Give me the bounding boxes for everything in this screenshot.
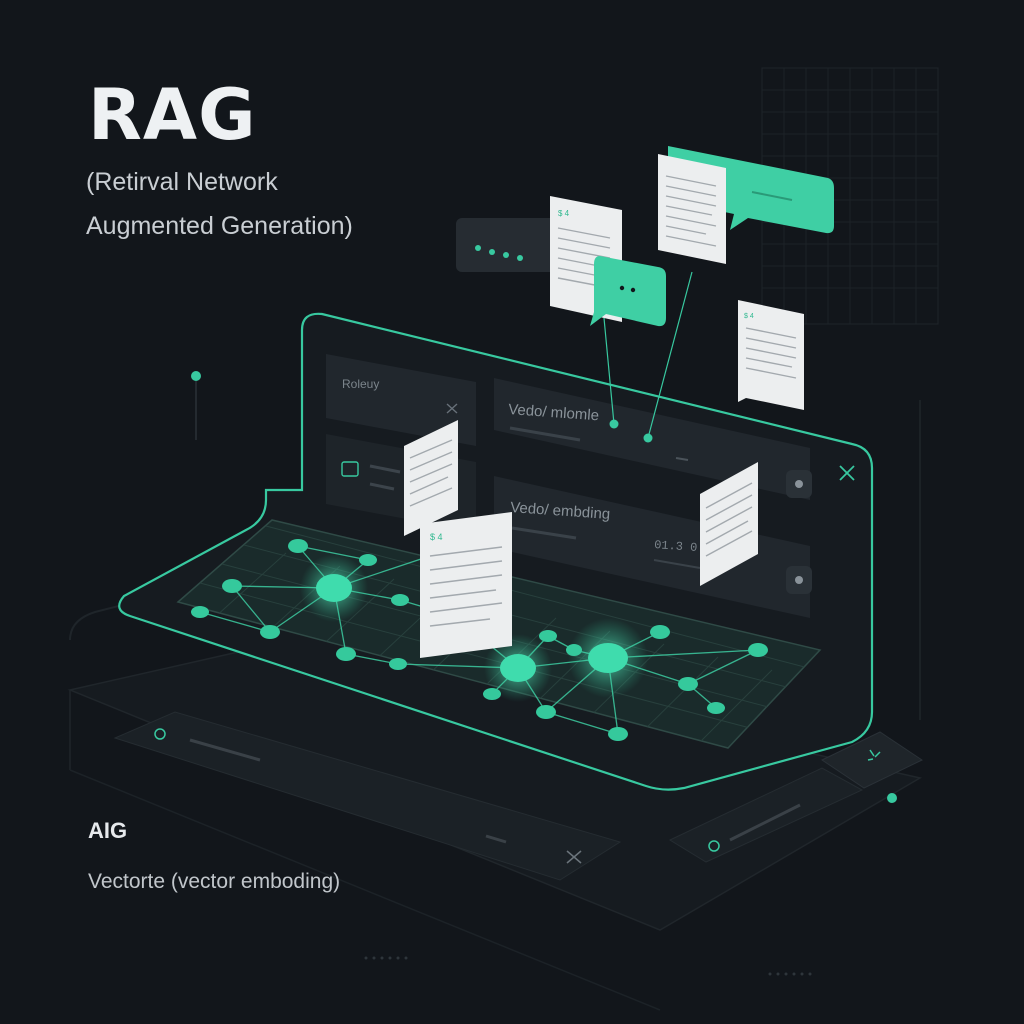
- decorative-dots: [364, 956, 812, 976]
- accent-dot-right: [887, 793, 897, 803]
- network-node-icon: [483, 688, 501, 700]
- close-icon[interactable]: [566, 850, 582, 864]
- network-node-icon: [391, 594, 409, 606]
- document-icon: $ 4: [420, 512, 512, 658]
- network-node-icon: [748, 643, 768, 657]
- vector-embedding-panel[interactable]: Vedo/ embding 01.3 0: [494, 476, 810, 618]
- document-mark: $ 4: [744, 313, 754, 320]
- network-node-icon: [191, 606, 209, 618]
- network-node-icon: [288, 539, 308, 553]
- network-node-icon: [539, 630, 557, 642]
- chat-bubble-icon: [590, 256, 666, 327]
- network-node-icon: [336, 647, 356, 661]
- network-node-icon: [359, 554, 377, 566]
- user-icon: [795, 576, 803, 584]
- connector-dot: [609, 419, 619, 429]
- document-icon: $ 4: [738, 300, 804, 410]
- document-icon: [700, 462, 758, 586]
- typing-bar: [456, 218, 556, 272]
- value-readout: 01.3 0: [654, 538, 698, 555]
- user-icon: [795, 480, 803, 488]
- document-icon: [404, 420, 458, 536]
- document-icon: [658, 154, 726, 264]
- page-title: RAG: [88, 74, 257, 156]
- footer-label: AIG: [88, 818, 128, 843]
- document-icon: [341, 461, 359, 477]
- vector-embedding-label: Vedo/ embding: [510, 499, 611, 523]
- hub-node: [500, 654, 536, 682]
- network-node-icon: [566, 644, 582, 656]
- retrieval-connectors: [603, 271, 693, 439]
- footer-caption: Vectorte (vector emboding): [88, 870, 341, 893]
- side-button-top[interactable]: [786, 470, 812, 498]
- query-panel-label: Roleuy: [342, 377, 379, 391]
- bottom-right-button[interactable]: [820, 731, 924, 789]
- close-icon[interactable]: [446, 403, 458, 414]
- bottom-right-bar[interactable]: [668, 767, 864, 863]
- network-node-icon: [222, 579, 242, 593]
- network-node-icon: [707, 702, 725, 714]
- bottom-search-bar[interactable]: [113, 711, 622, 881]
- network-node-icon: [678, 677, 698, 691]
- network-node-icon: [260, 625, 280, 639]
- side-button-bottom[interactable]: [786, 566, 812, 594]
- query-panel[interactable]: Roleuy: [326, 354, 476, 446]
- document-mark: $ 4: [430, 532, 443, 542]
- accent-dot-left: [191, 371, 201, 440]
- subtitle-line-2: Augmented Generation): [86, 212, 353, 240]
- network-node-icon: [389, 658, 407, 670]
- document-mark: $ 4: [558, 209, 570, 218]
- network-node-icon: [536, 705, 556, 719]
- network-node-icon: [608, 727, 628, 741]
- hub-node: [316, 574, 352, 602]
- connector-dot: [643, 433, 653, 443]
- hub-node: [588, 643, 628, 673]
- vector-top-label: Vedo/ mlomle: [508, 401, 600, 424]
- subtitle-line-1: (Retirval Network: [86, 168, 278, 196]
- close-icon[interactable]: [839, 465, 855, 481]
- network-node-icon: [650, 625, 670, 639]
- typing-dots-icon: [475, 245, 523, 261]
